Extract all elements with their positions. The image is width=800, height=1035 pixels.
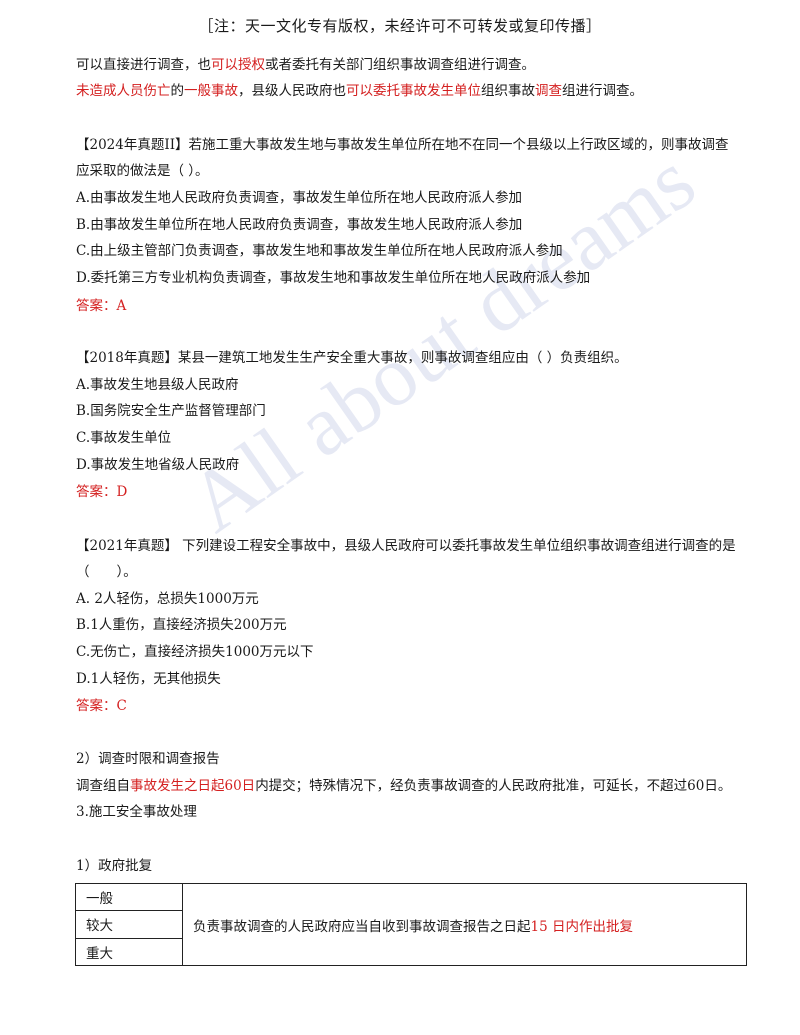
question-3-answer: 答案：C bbox=[76, 698, 127, 714]
question-3-stem: 【2021年真题】 下列建设工程安全事故中，县级人民政府可以委托事故发生单位组织… bbox=[76, 538, 736, 554]
accident-level-column: 一般 较大 重大 bbox=[76, 884, 183, 965]
question-2-option-d: D.事故发生地省级人民政府 bbox=[76, 457, 240, 473]
question-1-option-c: C.由上级主管部门负责调查，事故发生地和事故发生单位所在地人民政府派人参加 bbox=[76, 243, 563, 259]
section-heading: 3.施工安全事故处理 bbox=[76, 804, 197, 820]
question-2-option-c: C.事故发生单位 bbox=[76, 430, 172, 446]
text: 调查组自 bbox=[76, 778, 130, 794]
intro-line-2: 未造成人员伤亡的一般事故，县级人民政府也可以委托事故发生单位组织事故调查组进行调… bbox=[76, 82, 643, 100]
text: 组织事故 bbox=[481, 83, 535, 99]
question-1-answer: 答案：A bbox=[76, 298, 127, 314]
question-3-stem-cont: （ ）。 bbox=[76, 564, 137, 580]
question-1-stem-cont: 应采取的做法是（ ）。 bbox=[76, 163, 209, 179]
question-3-option-c: C.无伤亡，直接经济损失1000万元以下 bbox=[76, 644, 314, 660]
question-2-answer: 答案：D bbox=[76, 484, 128, 500]
question-3-option-a: A. 2人轻伤，总损失1000万元 bbox=[76, 591, 259, 607]
text: 的 bbox=[170, 83, 185, 99]
highlight-text: 调查 bbox=[535, 83, 562, 99]
question-1-stem: 【2024年真题II】若施工重大事故发生地与事故发生单位所在地不在同一个县级以上… bbox=[76, 137, 729, 153]
highlight-text: 事故发生之日起60日 bbox=[130, 778, 256, 794]
highlight-text: 15 日内作出批复 bbox=[530, 918, 633, 935]
text: 内提交；特殊情况下，经负责事故调查的人民政府批准，可延长，不超过60日。 bbox=[255, 778, 732, 794]
section-heading: 1）政府批复 bbox=[76, 858, 153, 874]
question-3-option-b: B.1人重伤，直接经济损失200万元 bbox=[76, 617, 287, 633]
text: 组进行调查。 bbox=[562, 83, 643, 99]
text: ，县级人民政府也 bbox=[238, 83, 346, 99]
question-1-option-d: D.委托第三方专业机构负责调查，事故发生地和事故发生单位所在地人民政府派人参加 bbox=[76, 270, 591, 286]
text: 负责事故调查的人民政府应当自收到事故调查报告之日起 bbox=[193, 918, 531, 935]
table-cell-level: 一般 bbox=[76, 884, 182, 912]
approval-table: 一般 较大 重大 负责事故调查的人民政府应当自收到事故调查报告之日起 15 日内… bbox=[75, 883, 747, 966]
table-cell-level: 较大 bbox=[76, 911, 182, 939]
question-2-option-b: B.国务院安全生产监督管理部门 bbox=[76, 403, 266, 419]
text: 或者委托有关部门组织事故调查组进行调查。 bbox=[265, 57, 535, 73]
question-2-stem: 【2018年真题】某县一建筑工地发生生产安全重大事故，则事故调查组应由（ ）负责… bbox=[76, 350, 628, 366]
highlight-text: 未造成人员伤亡 bbox=[76, 83, 171, 99]
highlight-text: 可以委托事故发生单位 bbox=[346, 83, 481, 99]
section-2-text: 调查组自事故发生之日起60日内提交；特殊情况下，经负责事故调查的人民政府批准，可… bbox=[76, 777, 731, 795]
copyright-header: ［注：天一文化专有版权，未经许可不可转发或复印传播］ bbox=[198, 17, 602, 35]
intro-line-1: 可以直接进行调查，也可以授权或者委托有关部门组织事故调查组进行调查。 bbox=[76, 56, 535, 74]
question-2-option-a: A.事故发生地县级人民政府 bbox=[76, 377, 239, 393]
text: 可以直接进行调查，也 bbox=[76, 57, 211, 73]
question-1-option-a: A.由事故发生地人民政府负责调查，事故发生单位所在地人民政府派人参加 bbox=[76, 190, 523, 206]
question-1-option-b: B.由事故发生单位所在地人民政府负责调查，事故发生地人民政府派人参加 bbox=[76, 217, 523, 233]
table-cell-level: 重大 bbox=[86, 945, 113, 962]
highlight-text: 可以授权 bbox=[211, 57, 265, 73]
table-cell-content: 负责事故调查的人民政府应当自收到事故调查报告之日起 15 日内作出批复 bbox=[183, 884, 746, 965]
question-3-option-d: D.1人轻伤，无其他损失 bbox=[76, 671, 221, 687]
section-heading: 2）调查时限和调查报告 bbox=[76, 751, 220, 767]
highlight-text: 一般事故 bbox=[184, 83, 238, 99]
